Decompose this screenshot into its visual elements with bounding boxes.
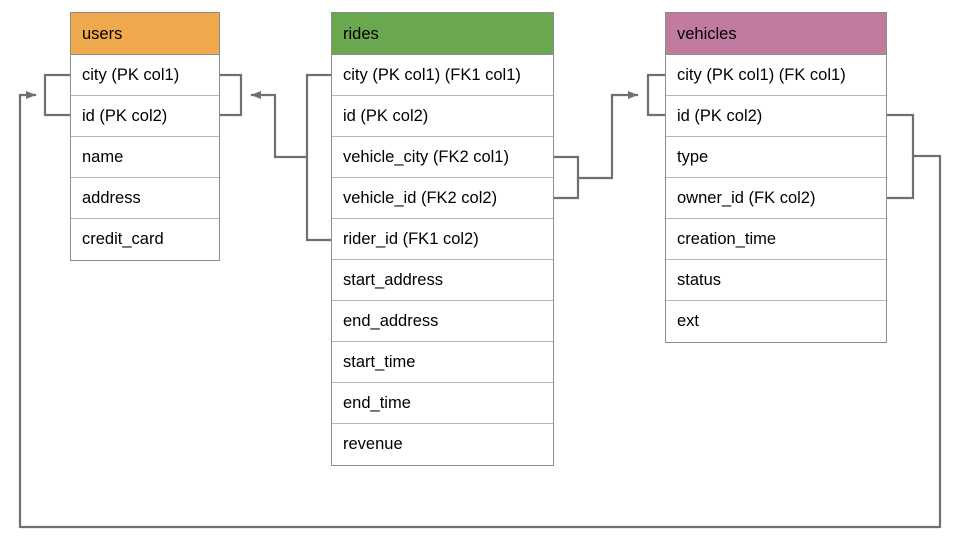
table-users-title: users	[71, 13, 219, 55]
table-vehicles-column-type[interactable]: type	[666, 137, 886, 178]
table-rides-column-id[interactable]: id (PK col2)	[332, 96, 553, 137]
table-vehicles-column-owner-id[interactable]: owner_id (FK col2)	[666, 178, 886, 219]
table-rides-column-start-time[interactable]: start_time	[332, 342, 553, 383]
table-users[interactable]: users city (PK col1) id (PK col2) name a…	[70, 12, 220, 261]
table-vehicles-column-status[interactable]: status	[666, 260, 886, 301]
table-vehicles-column-ext[interactable]: ext	[677, 312, 700, 330]
table-rides-column-rider-id[interactable]: rider_id (FK1 col2)	[332, 219, 553, 260]
connector-rides-left-bracket	[305, 73, 333, 242]
table-rides-column-revenue[interactable]: revenue	[343, 435, 403, 453]
connector-rides-right-bracket	[552, 155, 580, 200]
table-users-column-address[interactable]: address	[71, 178, 219, 219]
table-rides-column-vehicle-city[interactable]: vehicle_city (FK2 col1)	[332, 137, 553, 178]
connector-vehicles-left-bracket	[646, 73, 667, 117]
table-rides-column-city[interactable]: city (PK col1) (FK1 col1)	[332, 55, 553, 96]
connector-rides-fk2-to-vehicles	[576, 91, 639, 180]
connector-users-left-bracket	[43, 73, 72, 117]
table-vehicles-column-city[interactable]: city (PK col1) (FK col1)	[666, 55, 886, 96]
table-rides[interactable]: rides city (PK col1) (FK1 col1) id (PK c…	[331, 12, 554, 466]
connector-users-right-bracket	[218, 73, 243, 117]
connector-vehicles-right-bracket	[885, 113, 915, 200]
table-users-column-city[interactable]: city (PK col1)	[71, 55, 219, 96]
table-rides-column-end-time[interactable]: end_time	[332, 383, 553, 424]
connector-rides-fk1-to-users	[250, 91, 309, 159]
table-vehicles-column-id[interactable]: id (PK col2)	[666, 96, 886, 137]
table-rides-column-vehicle-id[interactable]: vehicle_id (FK2 col2)	[332, 178, 553, 219]
table-users-column-name[interactable]: name	[71, 137, 219, 178]
table-users-column-id[interactable]: id (PK col2)	[71, 96, 219, 137]
table-vehicles[interactable]: vehicles city (PK col1) (FK col1) id (PK…	[665, 12, 887, 343]
table-rides-column-start-address[interactable]: start_address	[332, 260, 553, 301]
table-rides-title: rides	[332, 13, 553, 55]
table-users-column-credit-card[interactable]: credit_card	[82, 230, 164, 248]
table-rides-column-end-address[interactable]: end_address	[332, 301, 553, 342]
table-vehicles-column-creation-time[interactable]: creation_time	[666, 219, 886, 260]
table-vehicles-title: vehicles	[666, 13, 886, 55]
